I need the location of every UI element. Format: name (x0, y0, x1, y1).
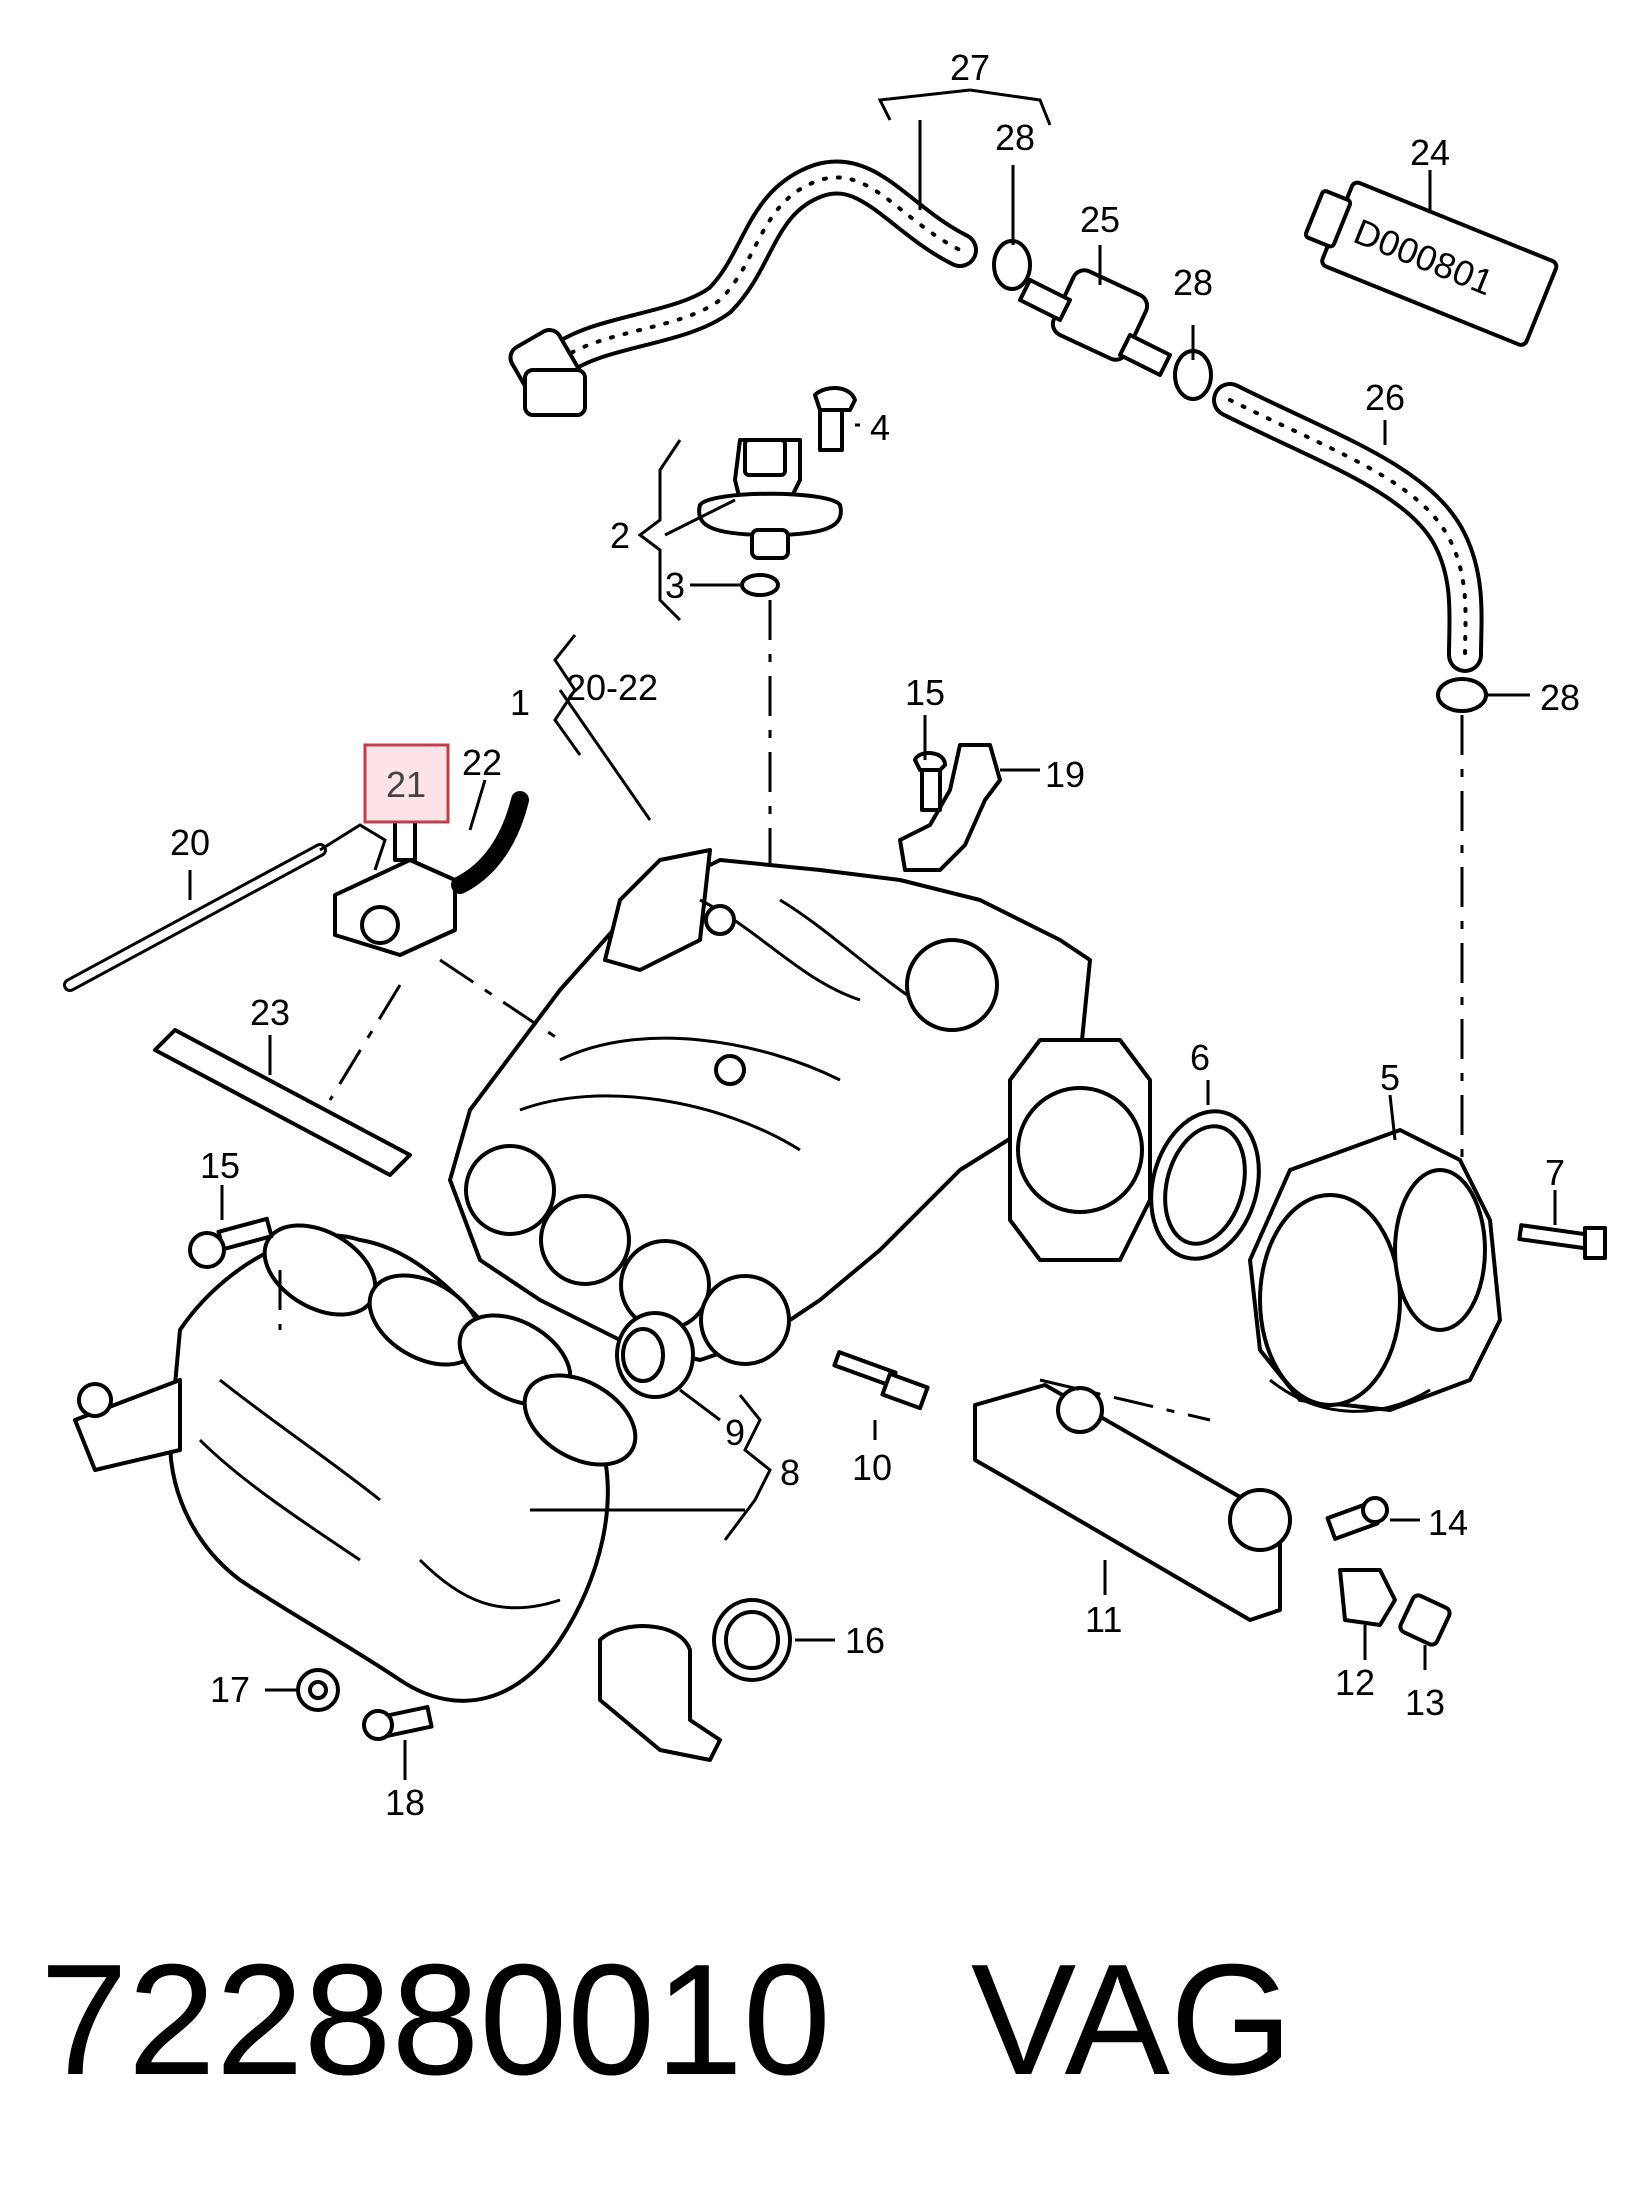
callout-24: 24 (1410, 132, 1450, 173)
sealant-tube: D000801 (1303, 180, 1559, 347)
callout-9: 9 (725, 1412, 745, 1453)
callout-7: 7 (1545, 1152, 1565, 1193)
screw-14 (1325, 1496, 1389, 1541)
fuel-rail-11 (973, 1378, 1292, 1622)
callout-labels: 27 28 25 28 24 26 4 2 3 1 20-22 15 19 28… (170, 47, 1580, 1823)
leader-lines (188, 88, 1557, 1780)
callout-22: 22 (462, 742, 502, 783)
exploded-parts-diagram: D000801 (63, 47, 1607, 1823)
callout-16: 16 (845, 1620, 885, 1661)
sensor-assembly (697, 386, 857, 900)
callout-19: 19 (1045, 754, 1085, 795)
callout-4: 4 (870, 407, 890, 448)
callout-20-22: 20-22 (566, 667, 658, 708)
callout-27: 27 (950, 47, 990, 88)
bolt-10 (832, 1350, 930, 1411)
brand-name: VAG (970, 1932, 1293, 2108)
rod-20 (63, 823, 387, 992)
callout-25: 25 (1080, 199, 1120, 240)
highlight-box-21 (363, 743, 450, 824)
callout-3: 3 (665, 565, 685, 606)
breather-hose-assembly (508, 159, 1488, 1220)
callout-1: 1 (510, 682, 530, 723)
callout-8: 8 (780, 1452, 800, 1493)
bolt-7 (1517, 1223, 1607, 1260)
screw-13 (1398, 1593, 1452, 1647)
callout-18: 18 (385, 1782, 425, 1823)
callout-6: 6 (1190, 1037, 1210, 1078)
callout-15-top: 15 (905, 672, 945, 713)
callout-5: 5 (1380, 1057, 1400, 1098)
callout-11: 11 (1085, 1599, 1122, 1640)
seal-ring-6 (1149, 1109, 1261, 1261)
callout-14: 14 (1428, 1502, 1468, 1543)
seal-ring-9 (615, 1311, 695, 1399)
callout-15-bottom: 15 (200, 1145, 240, 1186)
callout-28-top: 28 (995, 117, 1035, 158)
bolt-15-lower (188, 1216, 274, 1269)
clip-12 (1338, 1568, 1397, 1627)
callout-28-mid: 28 (1173, 262, 1213, 303)
callout-28-bottom: 28 (1540, 677, 1580, 718)
part-number-footer: 722880010 VAG (40, 1920, 1600, 2120)
throttle-body-5 (1248, 1128, 1502, 1413)
callout-21: 21 (386, 764, 426, 805)
callout-12: 12 (1335, 1662, 1375, 1703)
callout-26: 26 (1365, 377, 1405, 418)
callout-20: 20 (170, 822, 210, 863)
callout-2: 2 (610, 515, 630, 556)
nut-17 (296, 1668, 340, 1712)
callout-13: 13 (1405, 1682, 1445, 1723)
intake-manifold-lower (73, 1223, 722, 1762)
callout-10: 10 (852, 1447, 892, 1488)
seal-ring-16 (712, 1598, 792, 1682)
callout-23: 23 (250, 992, 290, 1033)
gasket-strip-23 (153, 1028, 412, 1177)
bolt-18 (362, 1705, 434, 1741)
bracket-19 (898, 743, 1002, 872)
callout-17: 17 (210, 1669, 250, 1710)
intake-manifold-upper (448, 848, 1152, 1366)
part-number: 722880010 (40, 1932, 831, 2108)
